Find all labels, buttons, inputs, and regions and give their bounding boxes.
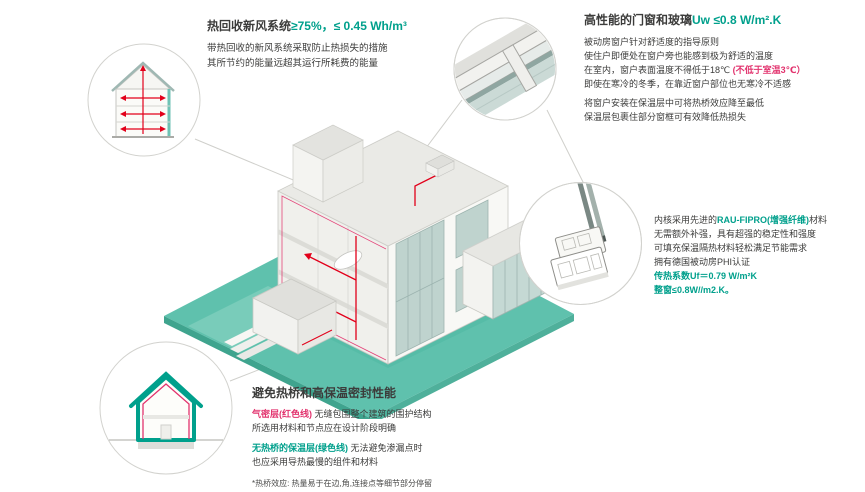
windows-title: 高性能的门窗和玻璃Uw ≤0.8 W/m².K: [584, 13, 862, 28]
thermal-body-line-2: 所选用材料和节点应在设计阶段明确: [252, 423, 397, 433]
profile-body-line-3: 可填充保温隔热材料轻松满足节能需求: [654, 243, 808, 253]
hrv-title-value: ≥75%，≤ 0.45 Wh/m³: [291, 19, 407, 33]
profile-body-line-2: 无需额外补强，具有超强的稳定性和强度: [654, 229, 817, 239]
profile-line1-dark2: 材料: [809, 215, 828, 225]
hrv-house-section-icon: [87, 43, 201, 157]
profile-body-line-4: 拥有德国被动房PHI认证: [654, 257, 751, 267]
windows-body-line-5: 将窗户安装在保温层中可将热桥效应降至最低: [584, 98, 765, 108]
windows-title-value: Uw ≤0.8 W/m².K: [692, 13, 782, 27]
thermal-body-line-3: 无热桥的保温层(绿色线) 无法避免渗漏点时: [252, 441, 582, 455]
insulated-envelope-icon: [99, 341, 233, 475]
hrv-detail-circle: [86, 42, 202, 158]
thermal-body-line-4: 也应采用导热最慢的组件和材料: [252, 457, 379, 467]
windows-body-line-2: 使住户即便处在窗户旁也能感到极为舒适的温度: [584, 51, 774, 61]
profile-uf-value: 传热系数Uf＝0.79 W/m²K: [654, 271, 758, 281]
thermal-envelope-circle: [97, 339, 235, 477]
windows-body-line-1: 被动房窗户针对舒适度的指导原则: [584, 37, 720, 47]
hrv-callout-text: 热回收新风系统≥75%，≤ 0.45 Wh/m³ 带热回收的新风系统采取防止热损…: [207, 19, 502, 71]
profile-body-line-1: 内核采用先进的RAU-FIPRO(增强纤维)材料: [654, 213, 865, 227]
windows-body-line-4: 即使在寒冷的冬季，在靠近窗户部位也无寒冷不适感: [584, 79, 792, 89]
thermal-title: 避免热桥和高保温密封性能: [252, 386, 397, 400]
hrv-duct-lines: [126, 70, 160, 134]
cutaway-interior: [278, 195, 388, 361]
thermal-line1-red: 气密层(红色线): [252, 409, 312, 419]
windows-line3-red: (不低于室温3℃）: [732, 65, 806, 75]
profile-line1-green: RAU-FIPRO(增强纤维): [717, 215, 810, 225]
thermal-line3-dark: 无法避免渗漏点时: [348, 443, 423, 453]
rooftop-hrv-unit: [425, 154, 455, 178]
thermal-callout-text: 避免热桥和高保温密封性能 气密层(红色线) 无缝包围整个建筑的围护结构 所选用材…: [252, 386, 582, 489]
hrv-air-arrows: [120, 65, 166, 132]
window-profile-icon: [519, 180, 642, 305]
hrv-body-line-1: 带热回收的新风系统采取防止热损失的措施: [207, 43, 388, 54]
profile-callout-text: 内核采用先进的RAU-FIPRO(增强纤维)材料 无需额外补强，具有超强的稳定性…: [654, 213, 865, 297]
main-house-illustration: [164, 124, 574, 419]
profile-line1-dark1: 内核采用先进的: [654, 215, 718, 225]
windows-body-line-3: 在室内，窗户表面温度不得低于18℃ (不低于室温3℃）: [584, 63, 862, 77]
windows-body-line-6: 保温层包裹住部分窗框可有效降低热损失: [584, 112, 747, 122]
thermal-body-line-1: 气密层(红色线) 无缝包围整个建筑的围护结构: [252, 407, 582, 421]
thermal-line3-green: 无热桥的保温层(绿色线): [252, 443, 348, 453]
windows-title-label: 高性能的门窗和玻璃: [584, 13, 693, 27]
stair-tower: [292, 124, 364, 203]
bathtub: [333, 250, 363, 270]
profile-uw-value: 整窗≤0.8W//m2.K。: [654, 285, 734, 295]
thermal-footnote: *热桥效应: 热量易于在边,角,连接点等细节部分停留: [252, 479, 433, 488]
window-corner-circle: [452, 16, 558, 122]
windows-line3-dark: 在室内，窗户表面温度不得低于18℃: [584, 65, 733, 75]
hrv-title: 热回收新风系统≥75%，≤ 0.45 Wh/m³: [207, 19, 502, 34]
window-corner-icon: [452, 16, 558, 122]
hrv-title-label: 热回收新风系统: [207, 19, 292, 33]
windows-callout-text: 高性能的门窗和玻璃Uw ≤0.8 W/m².K 被动房窗户针对舒适度的指导原则 …: [584, 13, 862, 124]
front-left-wing: [252, 278, 337, 355]
window-profile-circle: [517, 180, 644, 307]
thermal-line1-dark: 无缝包围整个建筑的围护结构: [312, 409, 432, 419]
hrv-body-line-2: 其所节约的能量远超其运行所耗费的能量: [207, 58, 379, 69]
